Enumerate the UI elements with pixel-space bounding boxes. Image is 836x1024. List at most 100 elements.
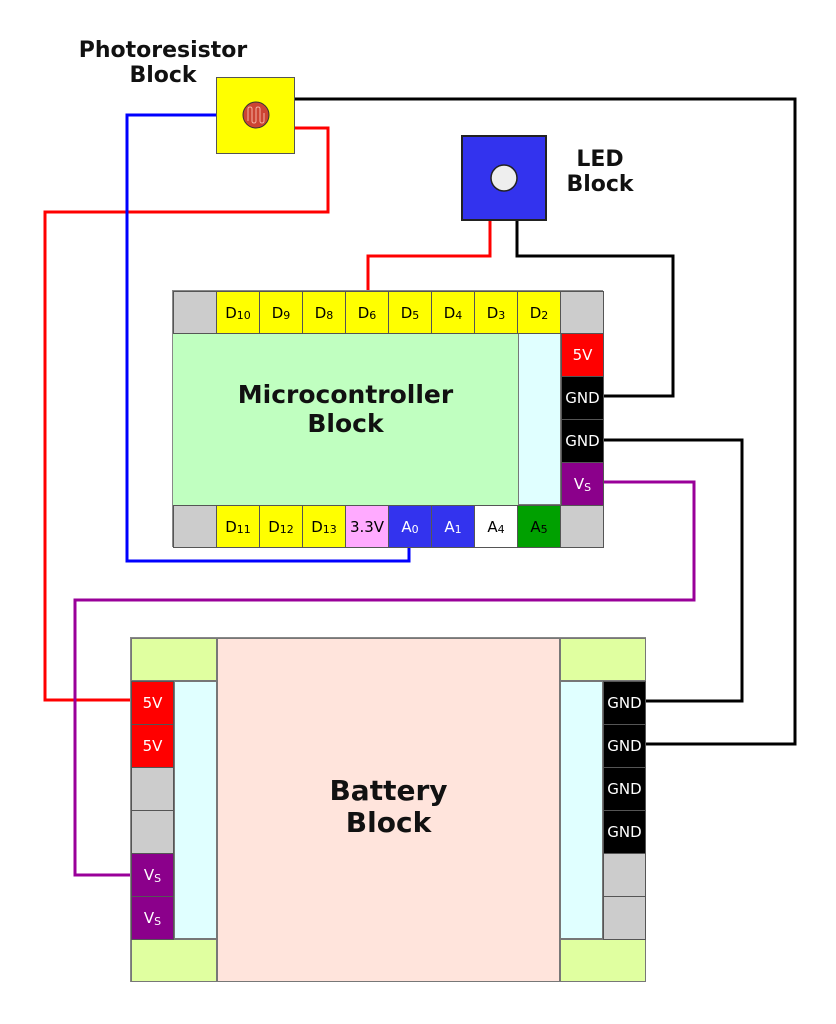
pin-label: D — [225, 303, 237, 322]
pin-subscript: S — [154, 871, 162, 885]
wire-mcu-vs-to-battery-vs — [73, 480, 696, 877]
pin-label: 5V — [572, 346, 593, 364]
pin-gnd[interactable]: GND — [603, 681, 646, 725]
pin-gnd[interactable]: GND — [561, 419, 604, 463]
led-block-title: LED Block — [556, 147, 644, 198]
pin-label: V — [573, 475, 585, 493]
pin-5v[interactable]: 5V — [131, 681, 174, 725]
pin-label: D — [225, 517, 237, 536]
pin-label: GND — [607, 780, 642, 798]
wire-photoresistor-to-battery-gnd — [294, 97, 797, 746]
pin-subscript: 2 — [541, 309, 549, 322]
pin-empty[interactable] — [603, 853, 646, 897]
battery-title-line2: Block — [345, 806, 432, 840]
pin-empty[interactable] — [173, 505, 217, 548]
pin-subscript: 4 — [455, 309, 463, 322]
pin-gnd[interactable]: GND — [603, 724, 646, 768]
pin-label: D — [268, 517, 280, 536]
pin-label: GND — [607, 823, 642, 841]
pin-gnd[interactable]: GND — [603, 810, 646, 854]
pin-subscript: 12 — [279, 523, 294, 536]
microcontroller-title-line2: Block — [307, 408, 384, 438]
pin-subscript: 1 — [454, 523, 462, 536]
led-title-line2: Block — [566, 172, 634, 198]
wire-photoresistor-to-a0 — [125, 113, 411, 563]
photoresistor-block-title: Photoresistor Block — [68, 38, 258, 89]
battery-corner-bottom-left — [131, 939, 217, 982]
pin-subscript: 13 — [322, 523, 337, 536]
pin-subscript: 5 — [412, 309, 420, 322]
pin-label: GND — [565, 389, 600, 407]
pin-label: GND — [607, 694, 642, 712]
pin-label: D — [271, 303, 284, 322]
wire-led-to-mcu-gnd — [515, 220, 675, 398]
pin-subscript: 6 — [369, 309, 377, 322]
led-icon — [490, 164, 518, 192]
pin-label: A — [401, 517, 412, 536]
battery-title-line1: Battery — [329, 774, 448, 807]
pin-label: 5V — [142, 737, 163, 755]
pin-label: V — [143, 866, 155, 884]
pin-subscript: 3 — [498, 309, 506, 322]
battery-right-strip — [560, 681, 603, 939]
pin-subscript: 8 — [326, 309, 334, 322]
battery-block-title: Battery Block — [217, 774, 560, 840]
battery-left-strip — [174, 681, 217, 939]
pin-label: GND — [607, 737, 642, 755]
pin-empty[interactable] — [560, 505, 604, 548]
pin-gnd[interactable]: GND — [603, 767, 646, 811]
pin-empty[interactable] — [131, 767, 174, 811]
pin-empty[interactable] — [173, 291, 217, 334]
pin-empty[interactable] — [603, 896, 646, 940]
led-block[interactable] — [461, 135, 547, 221]
pin-label: D — [357, 303, 370, 322]
battery-corner-bottom-right — [560, 939, 646, 982]
pin-5v[interactable]: 5V — [561, 333, 604, 377]
pin-5v[interactable]: 5V — [131, 724, 174, 768]
pin-empty[interactable] — [560, 291, 604, 334]
pin-label: D — [311, 517, 323, 536]
pin-gnd[interactable]: GND — [561, 376, 604, 420]
pin-subscript: S — [584, 480, 592, 494]
pin-label: 3.3V — [349, 517, 385, 536]
pin-33v[interactable]: 3.3V — [345, 505, 389, 548]
pin-subscript: 0 — [411, 523, 419, 536]
pin-subscript: S — [154, 914, 162, 928]
battery-corner-top-left — [131, 638, 217, 681]
pin-label: A — [530, 517, 541, 536]
pin-label: 5V — [142, 694, 163, 712]
photoresistor-block[interactable] — [216, 77, 295, 154]
pin-empty[interactable] — [131, 810, 174, 854]
pin-subscript: 4 — [497, 523, 505, 536]
photoresistor-title-line1: Photoresistor — [78, 38, 248, 63]
pin-label: D — [486, 303, 499, 322]
pin-label: A — [487, 517, 498, 536]
pin-subscript: 10 — [236, 309, 251, 322]
pin-label: D — [400, 303, 413, 322]
microcontroller-block-title: Microcontroller Block — [173, 380, 518, 439]
photoresistor-icon — [242, 101, 270, 129]
pin-subscript: 9 — [283, 309, 291, 322]
photoresistor-title-line2: Block — [129, 63, 197, 89]
